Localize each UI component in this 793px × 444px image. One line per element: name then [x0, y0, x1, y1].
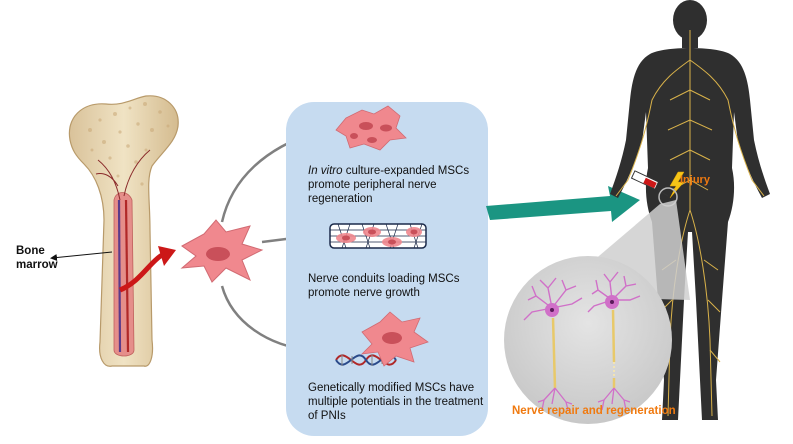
panel-item-conduits-text: Nerve conduits loading MSCs promote nerv… — [308, 273, 460, 299]
in-vitro-italic: In vitro — [308, 165, 343, 177]
panel-item-genetic-text: Genetically modified MSCs have multiple … — [308, 382, 484, 422]
syringe-icon — [630, 170, 669, 197]
teal-arrow — [486, 186, 640, 222]
panel-item-in-vitro-text: In vitro culture-expanded MSCs promote p… — [308, 164, 484, 206]
nerve-repair-label: Nerve repair and regeneration — [512, 405, 676, 417]
bone-marrow-pointer-arrow — [50, 251, 113, 261]
cultured-msc-cluster-icon — [335, 105, 407, 151]
msc-cell — [180, 219, 264, 283]
injury-label: Injury — [680, 174, 710, 186]
bone-marrow-label: Bone marrow — [16, 245, 58, 271]
zoom-circle — [504, 256, 672, 424]
modified-msc-cell-icon — [360, 311, 429, 367]
femur-bone — [68, 95, 179, 367]
neuron-right — [587, 271, 641, 411]
red-curved-arrow — [118, 246, 176, 293]
injury-lightning-icon — [669, 171, 685, 199]
in-vitro-rest: culture-expanded MSCs promote peripheral… — [308, 165, 470, 205]
neuron-left — [523, 277, 583, 411]
nerve-conduit-icon — [329, 223, 427, 249]
strategies-panel — [286, 102, 488, 436]
